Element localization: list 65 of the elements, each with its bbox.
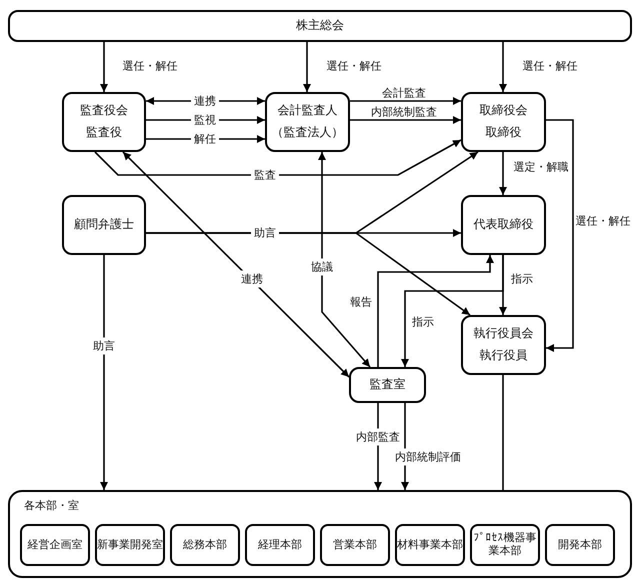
node-text: 執行役員 bbox=[480, 349, 528, 363]
process-box bbox=[461, 195, 546, 255]
node-text: 代表取締役 bbox=[474, 218, 534, 232]
node-text: 新事業開発室 bbox=[97, 538, 163, 552]
node-text: 経営企画室 bbox=[28, 538, 82, 552]
connector-arrow bbox=[100, 42, 108, 92]
edge-label: 内部統制監査 bbox=[370, 104, 438, 120]
node-text: 総務本部 bbox=[183, 538, 227, 552]
process-box bbox=[95, 524, 165, 566]
edge-label: 選任・解任 bbox=[574, 214, 632, 230]
connector-arrow bbox=[499, 152, 507, 195]
connector-arrow bbox=[401, 255, 504, 367]
process-box bbox=[62, 92, 146, 152]
connector-arrow bbox=[350, 97, 461, 105]
node-text: 会計監査人 bbox=[278, 104, 338, 118]
edge-label: 協議 bbox=[308, 258, 336, 276]
edge-label: 会計監査 bbox=[381, 86, 427, 102]
connector-arrow bbox=[94, 139, 462, 176]
process-box bbox=[170, 524, 240, 566]
connector-arrow bbox=[146, 232, 470, 316]
edge-label: 指示 bbox=[510, 272, 534, 288]
connector-arrow bbox=[122, 151, 350, 378]
node-text: 取締役会 bbox=[480, 104, 528, 118]
process-box bbox=[349, 367, 426, 403]
edge-label: 選定・解職 bbox=[512, 160, 570, 176]
connector-arrow bbox=[350, 116, 461, 124]
process-box bbox=[395, 524, 465, 566]
node-text: 監査役会 bbox=[80, 104, 128, 118]
process-box bbox=[470, 524, 540, 566]
process-box bbox=[320, 524, 390, 566]
connector-arrow bbox=[303, 42, 311, 92]
node-text: （監査法人） bbox=[272, 126, 344, 140]
edge-label: 助言 bbox=[90, 338, 118, 354]
process-box bbox=[8, 10, 632, 42]
node-text: 株主総会 bbox=[296, 19, 344, 33]
node-text: 執行役員会 bbox=[474, 327, 534, 341]
process-box bbox=[20, 524, 90, 566]
process-box bbox=[461, 92, 546, 152]
node-text: 営業本部 bbox=[333, 538, 377, 552]
edge-label: 連携 bbox=[238, 270, 266, 288]
connector-arrow bbox=[499, 42, 507, 92]
edge-label: 選任・解任 bbox=[522, 58, 578, 74]
process-box bbox=[461, 315, 546, 375]
edge-label: 報告 bbox=[349, 294, 373, 310]
group-heading: 各本部・室 bbox=[24, 498, 79, 513]
node-text: 開発本部 bbox=[558, 538, 602, 552]
node-text: 経理本部 bbox=[258, 538, 302, 552]
edge-label: 指示 bbox=[411, 314, 435, 330]
node-text: 材料事業本部 bbox=[397, 538, 463, 552]
node-text: ﾌﾟﾛｾｽ機器事業本部 bbox=[472, 532, 538, 558]
node-text: 監査役 bbox=[86, 126, 122, 140]
process-box bbox=[245, 524, 315, 566]
node-text: 顧問弁護士 bbox=[74, 218, 134, 232]
connector-arrow bbox=[546, 119, 574, 352]
connector-arrow bbox=[100, 255, 108, 490]
process-box bbox=[62, 195, 146, 255]
group-box bbox=[8, 490, 632, 578]
connector-arrow bbox=[377, 255, 494, 367]
process-box bbox=[545, 524, 615, 566]
connector-arrow bbox=[318, 152, 371, 368]
edge-label: 選任・解任 bbox=[326, 58, 382, 74]
node-text: 取締役 bbox=[486, 126, 522, 140]
process-box bbox=[265, 92, 350, 152]
node-text: 監査室 bbox=[370, 378, 406, 392]
edge-label: 選任・解任 bbox=[122, 58, 178, 74]
